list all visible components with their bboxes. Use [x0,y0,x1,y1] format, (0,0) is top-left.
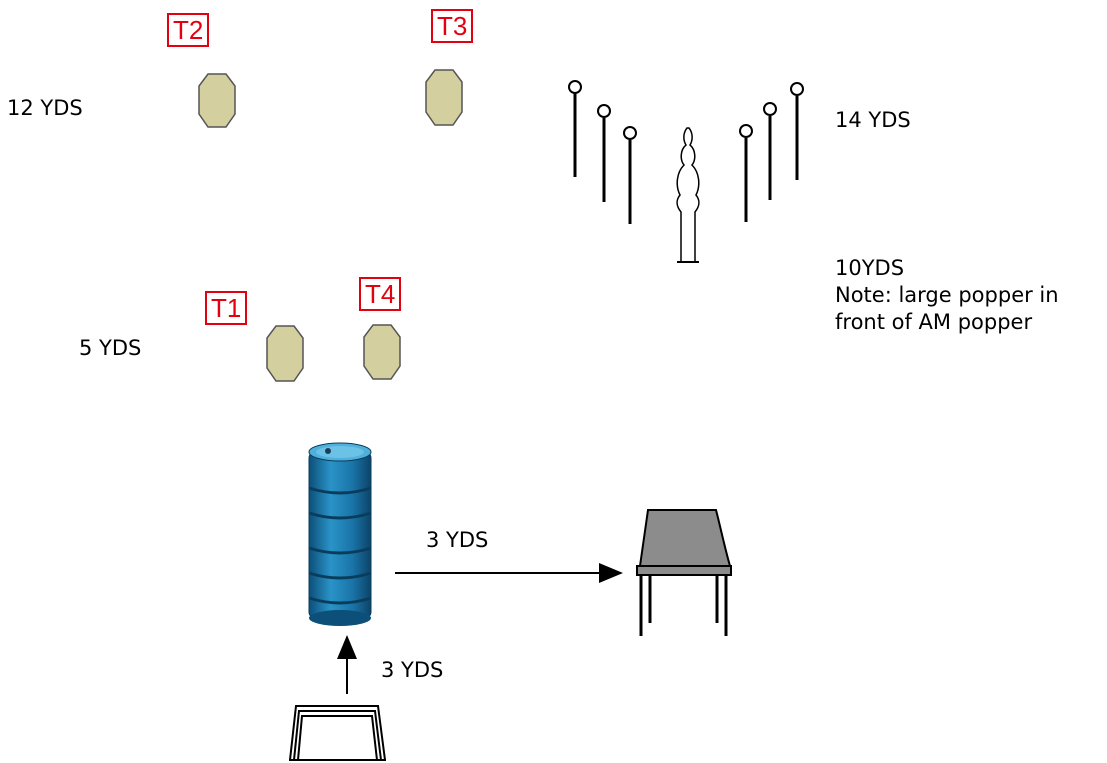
popper-note-line1: Note: large popper in [835,283,1059,307]
distance-label-barrel-table: 3 YDS [426,528,489,552]
popper-note-distance: 10YDS [835,256,905,280]
target-label-t1: T1 [205,291,248,325]
popper-note-line2: front of AM popper [835,310,1033,334]
target-t3 [425,69,463,126]
steel-plates-right [739,82,804,222]
start-box-icon [289,705,386,761]
distance-label-14yds: 14 YDS [835,108,911,132]
distance-label-start-barrel: 3 YDS [381,658,444,682]
steel-plates-left [568,80,637,224]
popper-note: 10YDS Note: large popper in front of AM … [835,255,1059,336]
target-t1 [266,325,304,382]
target-t4 [363,324,401,380]
target-label-t3: T3 [431,9,474,43]
distance-label-12yds: 12 YDS [7,96,83,120]
target-label-t2: T2 [167,13,210,47]
barrel-icon [308,442,372,626]
target-label-t4: T4 [359,277,402,311]
popper-icon [676,127,700,263]
target-t2 [198,73,236,128]
table-icon [636,509,732,636]
distance-label-5yds: 5 YDS [79,336,142,360]
